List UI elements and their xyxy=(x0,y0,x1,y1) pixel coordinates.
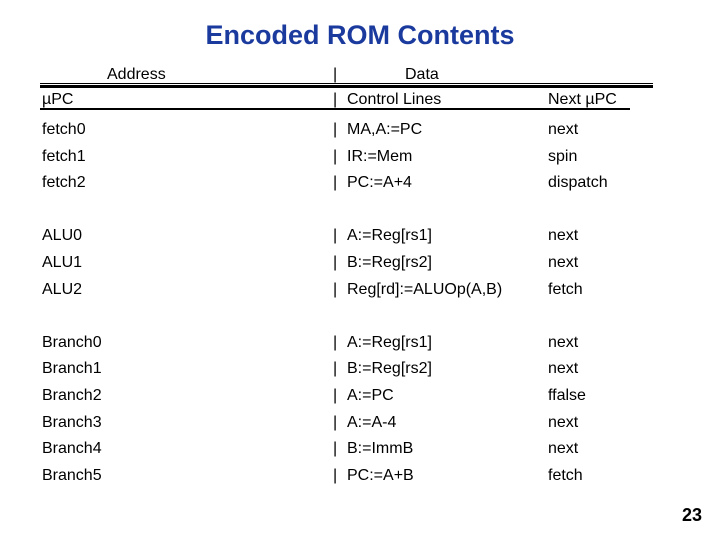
pipe-separator: | xyxy=(333,386,338,404)
address-cell: Branch1 xyxy=(42,360,102,378)
next-cell: next xyxy=(548,440,579,458)
table-row: fetch0 | MA,A:=PC next xyxy=(40,117,653,144)
next-cell: next xyxy=(548,121,579,138)
address-cell: Branch0 xyxy=(42,333,102,351)
table-row: Branch2 | A:=PC ffalse xyxy=(40,383,653,410)
table-row: Branch0 | A:=Reg[rs1] next xyxy=(40,330,653,357)
pipe-separator: | xyxy=(333,147,338,165)
data-cell: MA,A:=PC xyxy=(347,121,423,138)
data-cell: PC:=A+4 xyxy=(347,174,412,192)
data-cell: B:=Reg[rs2] xyxy=(347,360,432,378)
address-cell: ALU1 xyxy=(42,253,83,271)
page-number: 23 xyxy=(681,505,702,525)
address-cell: Branch4 xyxy=(42,440,102,458)
pipe-separator: | xyxy=(333,440,338,458)
data-column-header: Data xyxy=(405,66,439,83)
header-underline xyxy=(40,108,630,110)
address-cell: Branch2 xyxy=(42,386,102,404)
table-row: Branch5 | PC:=A+B fetch xyxy=(40,463,653,490)
next-cell: next xyxy=(548,360,579,378)
data-cell: A:=Reg[rs1] xyxy=(347,333,432,351)
rom-table: Address | Data µPC | Control Lines Next … xyxy=(40,66,653,489)
pipe-separator: | xyxy=(333,174,338,192)
header-thick-rule xyxy=(40,85,653,88)
page-title: Encoded ROM Contents xyxy=(205,20,515,50)
next-cell: fetch xyxy=(548,280,583,298)
pipe-separator: | xyxy=(333,280,338,298)
upc-column-header: µPC xyxy=(42,91,74,108)
table-row: Branch4 | B:=ImmB next xyxy=(40,436,653,463)
address-cell: Branch3 xyxy=(42,413,102,431)
table-row: fetch1 | IR:=Mem spin xyxy=(40,144,653,171)
pipe-separator: | xyxy=(333,121,338,138)
table-row: ALU0 | A:=Reg[rs1] next xyxy=(40,223,653,250)
address-cell: fetch0 xyxy=(42,121,86,138)
next-cell: fetch xyxy=(548,466,583,484)
next-cell: next xyxy=(548,413,579,431)
next-upc-column-header: Next µPC xyxy=(548,91,617,108)
pipe-separator: | xyxy=(333,413,338,431)
address-cell: fetch2 xyxy=(42,174,86,192)
data-cell: A:=Reg[rs1] xyxy=(347,227,432,245)
next-cell: spin xyxy=(548,147,578,165)
data-cell: B:=Reg[rs2] xyxy=(347,253,432,271)
data-cell: Reg[rd]:=ALUOp(A,B) xyxy=(347,280,503,298)
pipe-separator: | xyxy=(333,466,338,484)
address-column-header: Address xyxy=(107,66,166,83)
data-cell: PC:=A+B xyxy=(347,466,414,484)
data-cell: A:=A-4 xyxy=(347,413,397,431)
control-lines-column-header: Control Lines xyxy=(347,91,442,108)
table-row: Branch1 | B:=Reg[rs2] next xyxy=(40,356,653,383)
next-cell: ffalse xyxy=(548,386,586,404)
next-cell: next xyxy=(548,227,579,245)
table-row: fetch2 | PC:=A+4 dispatch xyxy=(40,170,653,197)
table-header-row-2: µPC | Control Lines Next µPC xyxy=(40,90,653,110)
next-cell: next xyxy=(548,333,579,351)
table-row: ALU1 | B:=Reg[rs2] next xyxy=(40,250,653,277)
table-row: ALU2 | Reg[rd]:=ALUOp(A,B) fetch xyxy=(40,277,653,304)
data-cell: IR:=Mem xyxy=(347,147,413,165)
pipe-separator: | xyxy=(333,91,338,108)
address-cell: fetch1 xyxy=(42,147,86,165)
next-cell: dispatch xyxy=(548,174,608,192)
next-cell: next xyxy=(548,253,579,271)
table-row: Branch3 | A:=A-4 next xyxy=(40,410,653,437)
table-header-row-1: Address | Data xyxy=(40,66,653,84)
data-cell: A:=PC xyxy=(347,386,394,404)
address-cell: ALU0 xyxy=(42,227,83,245)
pipe-separator: | xyxy=(333,360,338,378)
pipe-separator: | xyxy=(333,253,338,271)
data-cell: B:=ImmB xyxy=(347,440,414,458)
pipe-separator: | xyxy=(333,227,338,245)
pipe-separator: | xyxy=(333,333,338,351)
address-cell: Branch5 xyxy=(42,466,102,484)
pipe-separator: | xyxy=(333,66,338,83)
address-cell: ALU2 xyxy=(42,280,83,298)
